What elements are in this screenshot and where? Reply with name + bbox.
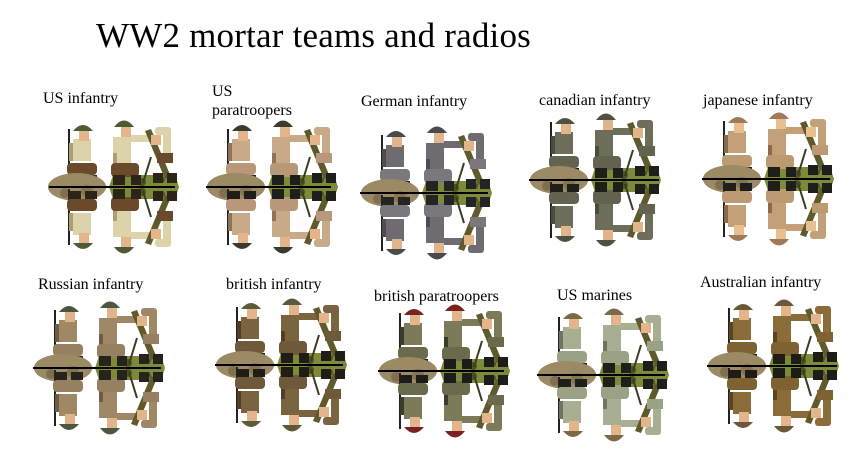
figure-sprite-icon xyxy=(529,113,661,247)
mortar-team-figure-sheet xyxy=(33,301,167,435)
figure-sprite-icon xyxy=(537,308,669,442)
mortar-team-figure-sheet xyxy=(206,120,340,254)
figure-sprite-icon xyxy=(707,299,839,433)
mortar-team-figure-sheet xyxy=(529,113,663,247)
group-label: canadian infantry xyxy=(539,92,651,109)
mortar-team-figure-sheet xyxy=(47,120,181,254)
group-label: US infantry xyxy=(43,90,119,107)
figure-sprite-icon xyxy=(360,126,492,260)
figure-sprite-icon xyxy=(33,301,165,435)
group-label: German infantry xyxy=(361,93,468,110)
group-label: japanese infantry xyxy=(703,92,813,109)
page-title: WW2 mortar teams and radios xyxy=(96,16,531,55)
group-label: british infantry xyxy=(226,276,322,293)
group-label: british paratroopers xyxy=(374,288,499,305)
mortar-team-figure-sheet xyxy=(537,308,671,442)
group-label: US paratroopers xyxy=(212,83,292,119)
figure-sprite-icon xyxy=(215,298,347,432)
mortar-team-figure-sheet xyxy=(360,126,494,260)
mortar-team-figure-sheet xyxy=(702,112,836,246)
group-label: Russian infantry xyxy=(38,276,144,293)
mortar-team-figure-sheet xyxy=(378,304,512,438)
figure-sprite-icon xyxy=(378,304,510,438)
figure-sprite-icon xyxy=(206,120,338,254)
group-label: US marines xyxy=(557,287,633,304)
figure-sprite-icon xyxy=(702,112,834,246)
group-label: Australian infantry xyxy=(700,274,822,291)
mortar-team-figure-sheet xyxy=(707,299,841,433)
mortar-team-figure-sheet xyxy=(215,298,349,432)
figure-sprite-icon xyxy=(48,120,179,254)
